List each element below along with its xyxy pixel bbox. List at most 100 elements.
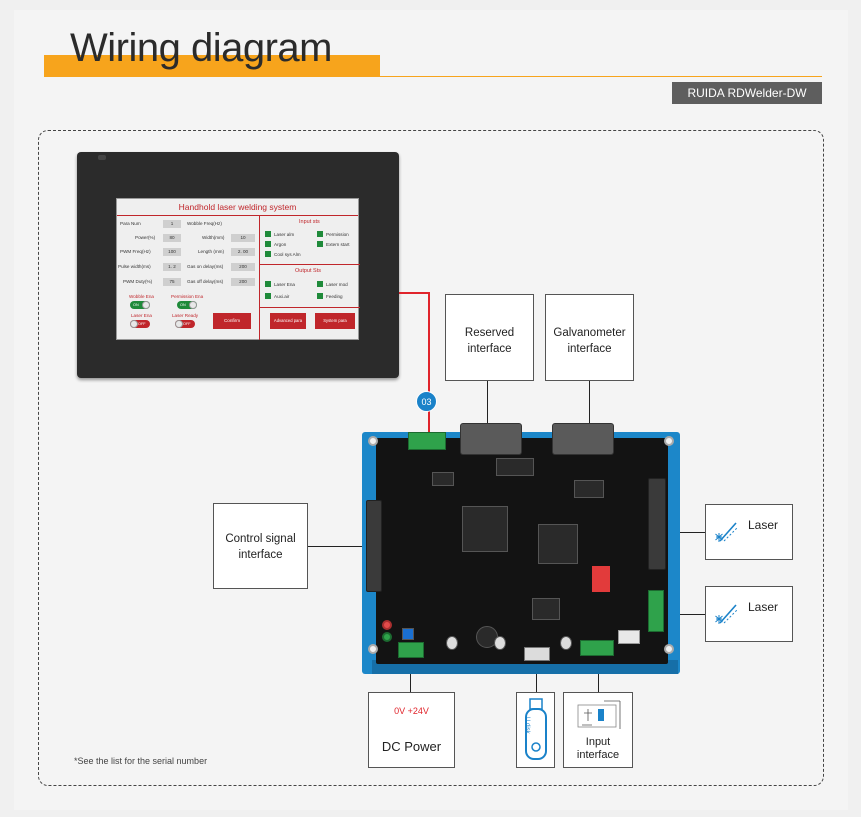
param-label: Power(%) <box>135 235 156 240</box>
laser-ena-label: Laser Ena <box>131 313 152 318</box>
status-led <box>265 251 271 257</box>
output-sts-item: Auxi.air <box>274 294 290 299</box>
page-title: Wiring diagram <box>70 26 332 70</box>
toggle-knob <box>189 301 197 309</box>
advanced-para-button[interactable]: Advanced para <box>270 313 306 329</box>
status-led <box>317 241 323 247</box>
fpga-chip <box>538 524 578 564</box>
usb-port <box>524 647 550 661</box>
ic-chip <box>432 472 454 486</box>
param-label: Width(mm) <box>202 235 225 240</box>
input-terminal <box>580 640 614 656</box>
toggle-text: OFF <box>138 322 146 326</box>
param-label: PWM Duty(%) <box>123 279 153 284</box>
led-red <box>382 620 392 630</box>
dc-power-box: 0V +24V DC Power <box>368 692 455 768</box>
ic-chip <box>532 598 560 620</box>
param-label: PWM Freq(Hz) <box>120 249 151 254</box>
screen-divider <box>117 215 358 216</box>
status-led <box>265 231 271 237</box>
title-underline <box>380 76 822 77</box>
terminal-block <box>648 590 664 632</box>
screen-title: Handhold laser welding system <box>178 202 297 212</box>
toggle-text: OFF <box>183 322 191 326</box>
box-label: interface <box>238 549 283 561</box>
status-led <box>317 293 323 299</box>
laser-ena-toggle[interactable]: OFF <box>130 320 150 328</box>
input-sts-item: Permission <box>326 232 349 237</box>
control-signal-interface-box: Control signal interface <box>213 503 308 589</box>
dc-voltage-label: 0V +24V <box>394 706 429 716</box>
usb-disk-box: U disk <box>516 692 555 768</box>
connector-line <box>589 381 590 425</box>
box-label: interface <box>467 343 512 355</box>
ic-chip <box>574 480 604 498</box>
confirm-button[interactable]: Confirm <box>213 313 251 329</box>
output-sts-title: Output Sts <box>295 268 321 274</box>
led-green <box>382 632 392 642</box>
capacitor-blue <box>402 628 414 640</box>
connector-line <box>487 381 488 425</box>
status-led <box>265 293 271 299</box>
db9-connector <box>552 423 614 455</box>
wobble-ena-label: Wobble Ena <box>129 294 154 299</box>
mount-hole <box>664 436 674 446</box>
red-wire <box>399 292 429 294</box>
wobble-ena-toggle[interactable]: ON <box>130 301 150 309</box>
serial-badge: 03 <box>416 391 437 412</box>
footnote: *See the list for the serial number <box>74 756 208 766</box>
input-label-line: interface <box>576 749 620 761</box>
power-terminal <box>398 642 424 658</box>
dc-power-label: DC Power <box>381 739 442 754</box>
param-value: 1 <box>163 220 181 228</box>
system-para-button[interactable]: System para <box>315 313 355 329</box>
input-sts-item: Laser alm <box>274 232 295 237</box>
input-sts-item: Argon <box>274 242 287 247</box>
output-sts-item: Feeding <box>326 294 343 299</box>
db9-connector <box>460 423 522 455</box>
model-tag: RUIDA RDWelder-DW <box>672 82 822 104</box>
permission-ena-toggle[interactable]: ON <box>177 301 197 309</box>
box-label: interface <box>567 343 612 355</box>
mount-hole <box>368 436 378 446</box>
input-sts-item: Cool sys Alm <box>274 252 301 257</box>
status-led <box>317 231 323 237</box>
param-value: 200 <box>231 278 255 286</box>
laser-icon <box>715 604 739 624</box>
param-label: Gas off delay(ms) <box>187 279 224 284</box>
usb-disk-icon <box>525 698 547 760</box>
screen-divider <box>259 215 260 340</box>
input-label-line: Input <box>585 736 611 748</box>
param-value: 10 <box>231 234 255 242</box>
cpu-chip <box>462 506 508 552</box>
param-label: Pulse width(ms) <box>118 264 151 269</box>
status-led <box>317 281 323 287</box>
output-sts-item: Laser Ena <box>274 282 295 287</box>
toggle-text: ON <box>180 303 186 307</box>
laser-box: Laser <box>705 586 793 642</box>
capacitor <box>560 636 572 650</box>
red-wire <box>428 292 430 434</box>
screen-divider <box>260 264 360 265</box>
connector-line <box>536 660 537 692</box>
param-value: 1. 2 <box>163 263 181 271</box>
capacitor <box>494 636 506 650</box>
connector-line <box>308 546 378 547</box>
toggle-knob <box>175 320 183 328</box>
param-label: Gas on delay(ms) <box>187 264 224 269</box>
ic-chip <box>496 458 534 476</box>
dip-switch <box>592 566 610 592</box>
param-value: 2. 00 <box>231 248 255 256</box>
param-label: Wobble Freq(Hz) <box>187 221 222 226</box>
output-sts-item: Laser mod <box>326 282 348 287</box>
input-sts-title: Input sts <box>299 219 320 225</box>
box-label: Control signal <box>225 533 296 545</box>
connector-line <box>663 532 705 533</box>
mount-hole <box>368 644 378 654</box>
param-label: Para Num <box>120 221 141 226</box>
title-accent-bar <box>44 55 380 77</box>
laser-ready-toggle[interactable]: OFF <box>175 320 195 328</box>
hmi-screen: Handhold laser welding system Para Num 1… <box>116 198 360 340</box>
status-led <box>265 241 271 247</box>
dashed-frame <box>38 130 824 786</box>
